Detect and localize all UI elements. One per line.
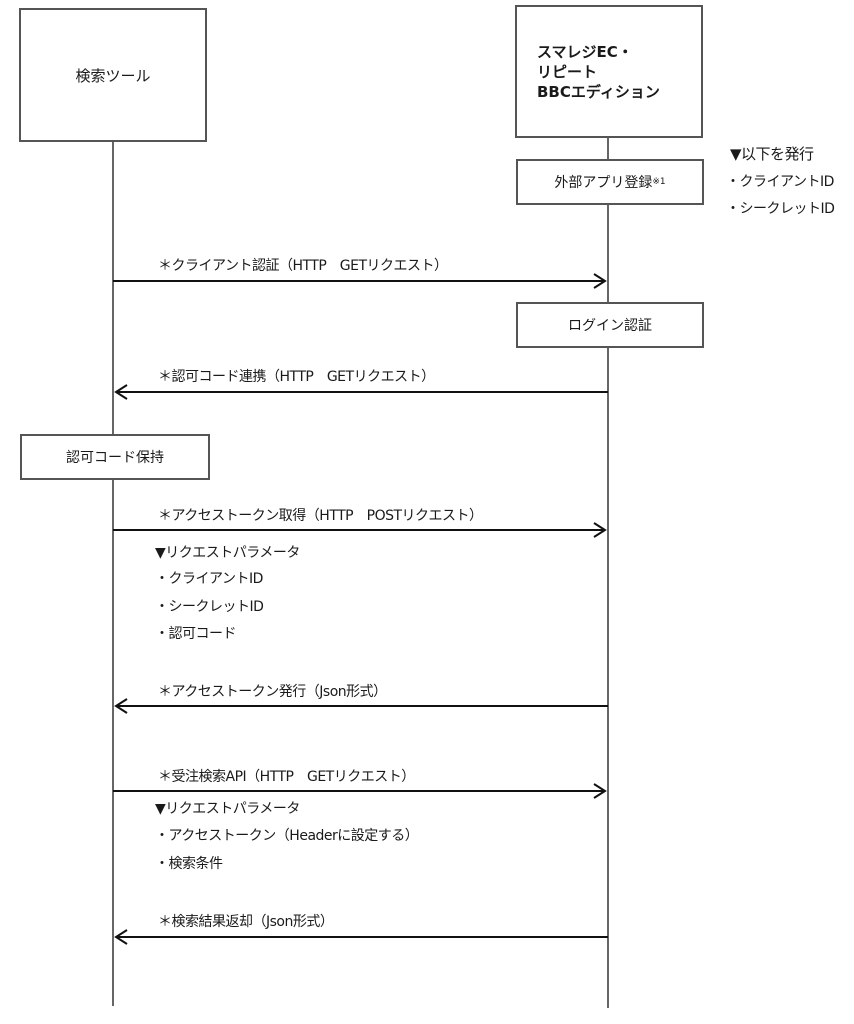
param-item: ・シークレットID xyxy=(155,599,264,615)
message-label-search-result: ＊検索結果返却（Json形式） xyxy=(158,914,334,930)
actor-search-tool-label: 検索ツール xyxy=(75,66,151,85)
actor-smaregi-line-3: BBCエディション xyxy=(537,82,660,101)
process-app-registration: 外部アプリ登録※1 xyxy=(516,159,704,205)
issue-note-item: ・シークレットID xyxy=(726,201,835,217)
footnote-marker: ※1 xyxy=(652,177,666,187)
process-auth-code-hold: 認可コード保持 xyxy=(20,434,210,480)
param-item: ・認可コード xyxy=(155,626,237,642)
param-item: ・アクセストークン（Headerに設定する） xyxy=(155,828,419,844)
message-label-auth-code-link: ＊認可コード連携（HTTP GETリクエスト） xyxy=(158,369,435,385)
message-arrow-2 xyxy=(114,384,608,400)
param-item: ・クライアントID xyxy=(155,571,263,587)
message-label-order-search: ＊受注検索API（HTTP GETリクエスト） xyxy=(158,769,415,785)
param-title: ▼リクエストパラメータ xyxy=(155,801,300,817)
actor-smaregi-line-2: リピート xyxy=(537,62,598,81)
issue-note-item: ・クライアントID xyxy=(726,174,834,190)
issue-note-title: ▼以下を発行 xyxy=(730,145,814,163)
message-label-token-request: ＊アクセストークン取得（HTTP POSTリクエスト） xyxy=(158,508,483,524)
message-arrow-1 xyxy=(113,273,607,289)
message-arrow-4 xyxy=(114,698,608,714)
process-login-auth: ログイン認証 xyxy=(516,302,704,348)
process-app-registration-label: 外部アプリ登録 xyxy=(554,175,653,191)
message-arrow-6 xyxy=(114,929,608,945)
message-label-token-issue: ＊アクセストークン発行（Json形式） xyxy=(158,684,387,700)
actor-smaregi: スマレジEC・ リピート BBCエディション xyxy=(515,5,703,138)
param-title: ▼リクエストパラメータ xyxy=(155,545,300,561)
actor-search-tool: 検索ツール xyxy=(19,8,207,142)
message-arrow-3 xyxy=(113,522,607,538)
process-login-auth-label: ログイン認証 xyxy=(568,318,652,334)
message-label-client-auth: ＊クライアント認証（HTTP GETリクエスト） xyxy=(158,258,448,274)
process-auth-code-hold-label: 認可コード保持 xyxy=(66,450,164,466)
message-arrow-5 xyxy=(113,783,607,799)
param-item: ・検索条件 xyxy=(155,856,223,872)
actor-smaregi-line-1: スマレジEC・ xyxy=(537,42,633,61)
